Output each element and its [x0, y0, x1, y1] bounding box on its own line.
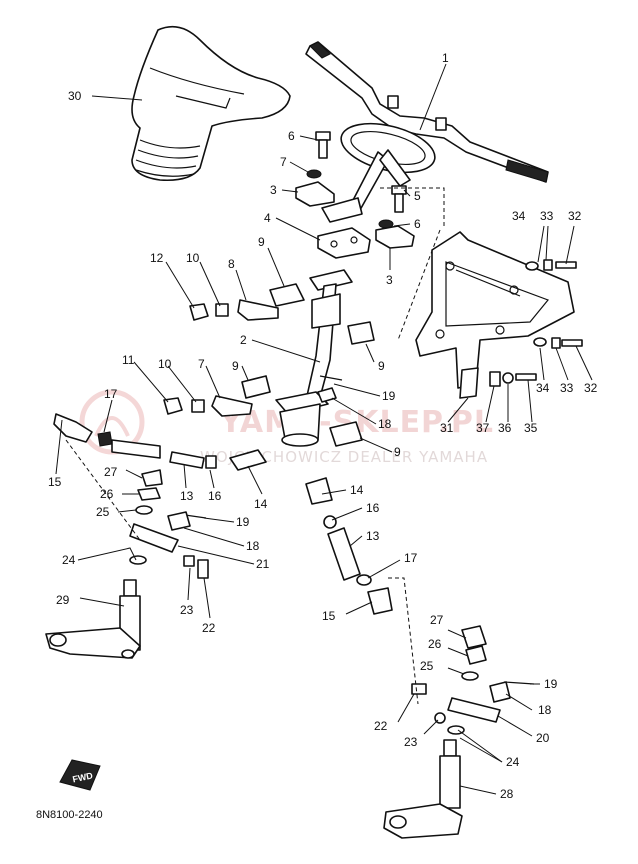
label-15b: 15	[322, 609, 336, 623]
label-28: 28	[500, 787, 514, 801]
label-18: 18	[378, 417, 392, 431]
label-33: 33	[540, 209, 554, 223]
label-17: 17	[104, 387, 118, 401]
label-24b: 24	[506, 755, 520, 769]
label-9c: 9	[232, 359, 239, 373]
label-5b: 5	[414, 189, 421, 203]
label-27b: 27	[430, 613, 444, 627]
label-31: 31	[440, 421, 454, 435]
label-1: 1	[442, 51, 449, 65]
grouping-lines	[65, 187, 445, 705]
watermark-subtitle: WOJCIECHOWICZ DEALER YAMAHA	[200, 448, 488, 466]
label-32: 32	[568, 209, 582, 223]
part-bushings-9	[241, 283, 375, 447]
label-21: 21	[256, 557, 270, 571]
label-19b: 19	[236, 515, 250, 529]
label-29: 29	[56, 593, 70, 607]
label-2: 2	[240, 333, 247, 347]
label-13: 13	[180, 489, 194, 503]
label-19: 19	[382, 389, 396, 403]
label-27: 27	[104, 465, 118, 479]
label-35: 35	[524, 421, 538, 435]
label-26: 26	[100, 487, 114, 501]
label-16b: 16	[366, 501, 380, 515]
label-17b: 17	[404, 551, 418, 565]
label-12: 12	[150, 251, 164, 265]
part-labels: 30 1 6 7 3 4 5 6 3 34 33 32 9 12 10 8 2 …	[36, 51, 598, 821]
label-24: 24	[62, 553, 76, 567]
part-handlebar	[305, 41, 549, 211]
label-18c: 18	[538, 703, 552, 717]
fwd-badge-text: FWD	[72, 770, 95, 784]
label-22: 22	[202, 621, 216, 635]
part-left-knuckle	[45, 579, 141, 659]
label-20: 20	[536, 731, 550, 745]
part-handlebar-clamps	[295, 181, 415, 249]
label-7: 7	[198, 357, 205, 371]
label-22b: 22	[374, 719, 388, 733]
part-right-knuckle-assembly	[383, 625, 535, 839]
part-washers-18-19	[317, 375, 343, 403]
label-15: 15	[48, 475, 62, 489]
label-14: 14	[254, 497, 268, 511]
label-9b: 9	[378, 359, 385, 373]
label-11: 11	[122, 353, 135, 367]
label-4: 4	[264, 211, 271, 225]
label-36: 36	[498, 421, 512, 435]
part-clamp-4	[317, 227, 371, 259]
label-10: 10	[186, 251, 200, 265]
label-6: 7	[280, 155, 287, 169]
label-3b: 3	[386, 273, 393, 287]
label-25b: 25	[420, 659, 434, 673]
label-14b: 14	[350, 483, 364, 497]
label-33b: 33	[560, 381, 574, 395]
label-37: 37	[476, 421, 490, 435]
part-column-bracket	[415, 231, 583, 399]
label-23: 23	[180, 603, 194, 617]
fwd-arrow-icon: FWD	[59, 759, 101, 791]
label-16: 16	[208, 489, 222, 503]
label-9: 9	[258, 235, 265, 249]
label-18b: 18	[246, 539, 260, 553]
label-32b: 32	[584, 381, 598, 395]
part-bolts-5-6	[306, 131, 407, 229]
label-8: 8	[228, 257, 235, 271]
label-5: 6	[288, 129, 295, 143]
label-13b: 13	[366, 529, 380, 543]
label-3: 3	[270, 183, 277, 197]
part-right-tie-rod	[305, 477, 393, 615]
label-10b: 10	[158, 357, 172, 371]
part-steering-column	[275, 269, 353, 447]
label-34b: 34	[536, 381, 550, 395]
leader-lines	[55, 63, 593, 795]
label-9d: 9	[394, 445, 401, 459]
label-30: 30	[68, 89, 82, 103]
label-25: 25	[96, 505, 110, 519]
diagram-code: 8N8100-2240	[36, 809, 103, 821]
label-6b: 6	[414, 217, 421, 231]
label-19c: 19	[544, 677, 558, 691]
part-links-7-8	[163, 299, 279, 417]
part-handlebar-pad	[131, 25, 291, 182]
part-left-tie-rod	[53, 413, 267, 579]
label-34: 34	[512, 209, 526, 223]
label-23b: 23	[404, 735, 418, 749]
label-26b: 26	[428, 637, 442, 651]
